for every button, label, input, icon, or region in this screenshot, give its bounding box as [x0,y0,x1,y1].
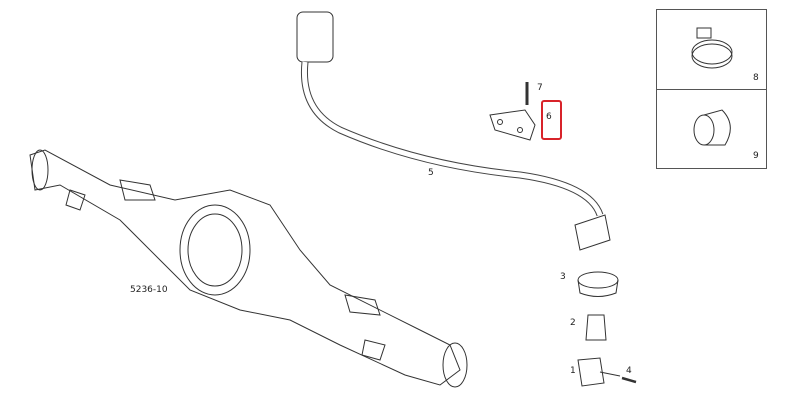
part-label-1[interactable]: 1 [570,366,576,376]
grommet-3 [577,271,619,297]
part-label-7[interactable]: 7 [537,83,543,93]
clamp-1 [577,357,621,387]
part-label-4[interactable]: 4 [626,366,632,376]
part-label-2[interactable]: 2 [570,318,576,328]
part-label-5[interactable]: 5 [428,168,434,178]
part-label-9[interactable]: 9 [753,151,759,161]
sleeve-2 [585,314,607,341]
cap-icon [693,109,731,146]
assembly-label: 5236-10 [130,285,168,295]
inset-part-9 [656,89,767,169]
breather-hose [296,11,611,251]
hose-clamp-icon [691,27,733,69]
bracket-6 [489,109,536,141]
axle-housing [29,149,468,388]
screw-4 [621,376,637,384]
part-label-8[interactable]: 8 [753,73,759,83]
inset-part-8 [656,9,767,91]
part-label-3[interactable]: 3 [560,272,566,282]
part-label-6[interactable]: 6 [546,112,552,122]
highlight-box-part-6 [541,100,562,140]
